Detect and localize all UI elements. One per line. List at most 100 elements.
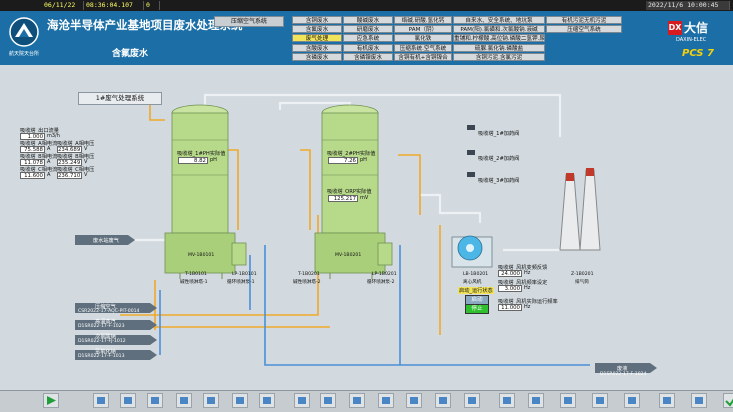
trend-icon[interactable] — [176, 393, 192, 408]
fan-freq-value: 24.000 — [498, 270, 522, 277]
fan-freq-label: 吸收塔_风机变频反馈 — [498, 265, 548, 271]
nav-item[interactable]: 压缩空气系统 — [546, 25, 622, 34]
nav-item[interactable]: PAM（阴） — [394, 25, 452, 34]
check-icon[interactable] — [723, 393, 733, 408]
tower2-ph-value: 7.26 — [328, 157, 358, 164]
nav-item[interactable]: 含铜有机+含铜镍合 — [394, 52, 452, 61]
fan-set-value[interactable]: 3.000 — [498, 285, 522, 292]
zoom-icon[interactable] — [528, 393, 544, 408]
alarm-icon[interactable] — [120, 393, 136, 408]
pump2-tag: LP-1B0201 — [372, 272, 397, 277]
nav-item[interactable]: 酸碱废水 — [343, 16, 393, 24]
tower1-ph-label: 吸收塔_1#PH实际值 — [177, 151, 226, 157]
dosing-2-label[interactable]: 吸收塔_2#加药阀 — [478, 156, 520, 162]
reading-unit: A — [47, 146, 51, 152]
nav-item[interactable]: 含铜污泥.含氯污泥 — [453, 52, 545, 61]
company-logo: 航天院天台所 — [3, 15, 45, 59]
fan-fb-label: 吸收塔_风机实际运行频率 — [498, 299, 558, 305]
inlet-label: 废水站废气 — [93, 238, 119, 244]
prev-icon[interactable] — [320, 393, 336, 408]
input-code: D1SR022-17-FJ-1012 — [78, 339, 126, 344]
reading-unit: V — [84, 146, 88, 152]
reading-label: 吸收塔_B相电压 — [57, 154, 95, 160]
stack-tag: Z-1B0201 — [571, 272, 594, 277]
nav-item[interactable]: 含氟废水 — [292, 25, 342, 34]
dosing-1-label[interactable]: 吸收塔_1#加药阀 — [478, 131, 520, 137]
valve1-tag: MV-1B0101 — [188, 253, 215, 258]
back-icon[interactable] — [464, 393, 480, 408]
tower2-name: 碱性喷淋塔-2 — [293, 280, 321, 285]
nav-item[interactable]: 应急系统 — [343, 34, 393, 43]
next-icon[interactable] — [348, 393, 365, 408]
export-icon[interactable] — [232, 393, 248, 408]
fan-stop-button[interactable]: 停止 — [465, 304, 489, 314]
logo-caption: 航天院天台所 — [8, 51, 39, 57]
forward-icon[interactable] — [499, 393, 516, 408]
nav-item[interactable]: 有机废水 — [343, 43, 393, 52]
tower2-tag: T-1B0201 — [298, 272, 320, 277]
info-icon[interactable] — [592, 393, 608, 408]
tower1-name: 碱性喷淋塔-1 — [180, 280, 208, 285]
nav-item[interactable]: 氯化铁 — [394, 34, 452, 43]
status-strip: 06/11/22 08:36:04.107 0 2022/11/6 10:00:… — [0, 0, 733, 11]
reading-value: 234.689 — [57, 146, 82, 153]
tools-icon[interactable] — [659, 393, 676, 408]
report-icon[interactable] — [147, 393, 164, 408]
down-icon[interactable] — [377, 393, 394, 408]
nav-item[interactable]: 含磷镍废水 — [343, 52, 393, 61]
stack-name: 排气筒 — [575, 280, 589, 285]
screen-icon[interactable] — [92, 393, 109, 408]
reading-unit: V — [84, 159, 88, 165]
brand-mark-icon: DX — [668, 21, 682, 35]
datetime-readout: 2022/11/6 10:00:45 — [646, 1, 730, 10]
nav-item[interactable]: 含酸废水 — [292, 43, 342, 52]
nav-item[interactable]: 含铜废水 — [292, 16, 342, 24]
user-icon[interactable] — [624, 393, 640, 408]
input-code: D1SR022-17-F-1013 — [78, 354, 125, 359]
reading-value: 1.000 — [20, 133, 45, 140]
nav-item[interactable]: 硫脲.氯化钠.磷酸盐 — [453, 43, 545, 52]
nav-item[interactable]: 重铺和.柠檬酸.高位钠.磷酸二氢钾.尿素 — [453, 34, 545, 43]
fan-fb-value: 11.000 — [498, 304, 522, 311]
reading-label: 吸收塔_C相电流 — [20, 167, 58, 173]
refresh-icon[interactable] — [435, 393, 452, 408]
pump1-tag: LP-1B0101 — [232, 272, 257, 277]
page-title: 海沧半导体产业基地项目废水处理系统 — [47, 18, 243, 32]
input-code: CSR2022-17-AQC-PIT-0014 — [78, 309, 140, 314]
nav-item[interactable]: 压缩系统.空气系统 — [394, 43, 452, 52]
nav-item[interactable]: 研磨废水 — [343, 25, 393, 34]
nav-item[interactable]: 有机污泥无机污泥 — [546, 16, 622, 24]
dosing-3-label[interactable]: 吸收塔_3#加药阀 — [478, 178, 520, 184]
play-icon[interactable] — [43, 393, 60, 408]
nav-item[interactable]: 含磷废水 — [292, 52, 342, 61]
last-icon[interactable] — [406, 393, 423, 408]
nav-item[interactable]: 自来水、安全系统、地坑泵 — [453, 16, 545, 24]
pcs-label: PCS 7 — [682, 48, 714, 59]
nav-item[interactable]: 络碱.研酸.氢化钙 — [394, 16, 452, 24]
tower2-orp-unit: mV — [360, 195, 369, 201]
date-readout: 06/11/22 — [42, 1, 84, 10]
first-icon[interactable] — [259, 393, 276, 408]
print-icon[interactable] — [203, 393, 220, 408]
reading-value: 75.588 — [20, 146, 45, 153]
reading-label: 吸收塔_A相电流 — [20, 141, 58, 147]
tower2-orp-value: 125.217 — [328, 195, 358, 202]
up-icon[interactable] — [294, 393, 311, 408]
help-icon[interactable] — [560, 393, 576, 408]
nav-item[interactable]: 废气处理 — [292, 34, 342, 43]
reading-value: 11.078 — [20, 159, 45, 166]
compressed-air-button[interactable]: 压缩空气系统 — [214, 16, 284, 27]
pump1-name: 循环喷淋泵-1 — [227, 280, 255, 285]
input-name: 高温蒸汽 — [95, 319, 116, 325]
panel-title: 1#废气处理系统 — [78, 92, 162, 105]
fan-tag: LB-1B0201 — [463, 272, 489, 277]
input-name: 氢氧化钠 — [95, 349, 116, 355]
status-code: 0 — [144, 1, 160, 10]
tower2-orp-label: 吸收塔_ORP实际值 — [327, 189, 372, 195]
fan-set-unit: Hz — [524, 285, 531, 291]
nav-item[interactable]: PAM(阳).氯磺和.次氯酸钠.液碱 — [453, 25, 545, 34]
process-diagram — [75, 93, 657, 373]
logout-icon[interactable] — [691, 393, 708, 408]
reading-label: 吸收塔_C相电压 — [57, 167, 95, 173]
fan-freq-unit: Hz — [524, 270, 531, 276]
